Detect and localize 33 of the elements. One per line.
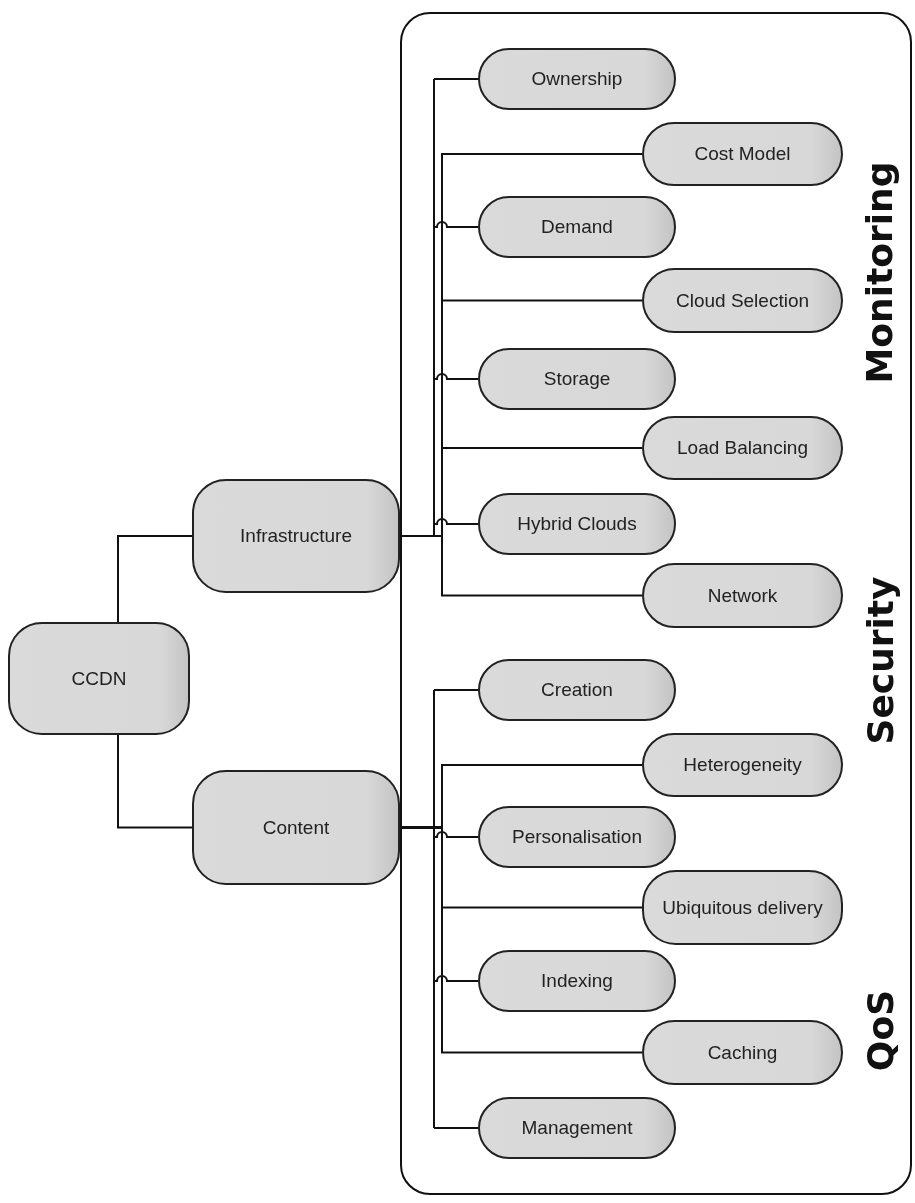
- connector-line: [399, 535, 643, 597]
- topic-box: [8, 622, 190, 735]
- topic-label: CCDN: [71, 666, 127, 691]
- group-frame: [400, 12, 912, 1195]
- topic-label: Indexing: [541, 969, 613, 993]
- section-label: Security: [859, 575, 901, 745]
- topic-box: [642, 416, 843, 480]
- topic-label: Infrastructure: [240, 524, 352, 548]
- topic-box: [192, 479, 400, 593]
- connector-line: [117, 535, 193, 623]
- topic-label: Storage: [543, 367, 611, 391]
- topic-box: [642, 870, 843, 945]
- topic-label: Network: [707, 583, 778, 608]
- topic-label: Management: [521, 1116, 633, 1140]
- topic-label: Hybrid Clouds: [517, 512, 637, 536]
- topic-label: Personalisation: [512, 825, 642, 849]
- topic-label: Creation: [541, 678, 613, 702]
- section-label: Monitoring: [859, 161, 901, 383]
- topic-box: [478, 493, 676, 555]
- topic-label: Heterogeneity: [683, 753, 802, 777]
- topic-box: [192, 770, 400, 885]
- topic-box: [642, 122, 843, 186]
- topic-label: Caching: [707, 1040, 778, 1065]
- topic-label: Content: [262, 815, 330, 840]
- topic-box: [642, 733, 843, 797]
- section-label: QoS: [859, 989, 901, 1071]
- topic-label: Load Balancing: [677, 436, 808, 460]
- connector-line: [117, 734, 193, 829]
- topic-label: Ubiquitous delivery: [662, 895, 823, 920]
- topic-label: Ownership: [531, 67, 623, 91]
- topic-label: Cloud Selection: [675, 288, 810, 313]
- topic-label: Demand: [541, 215, 613, 239]
- topic-label: Cost Model: [694, 142, 791, 166]
